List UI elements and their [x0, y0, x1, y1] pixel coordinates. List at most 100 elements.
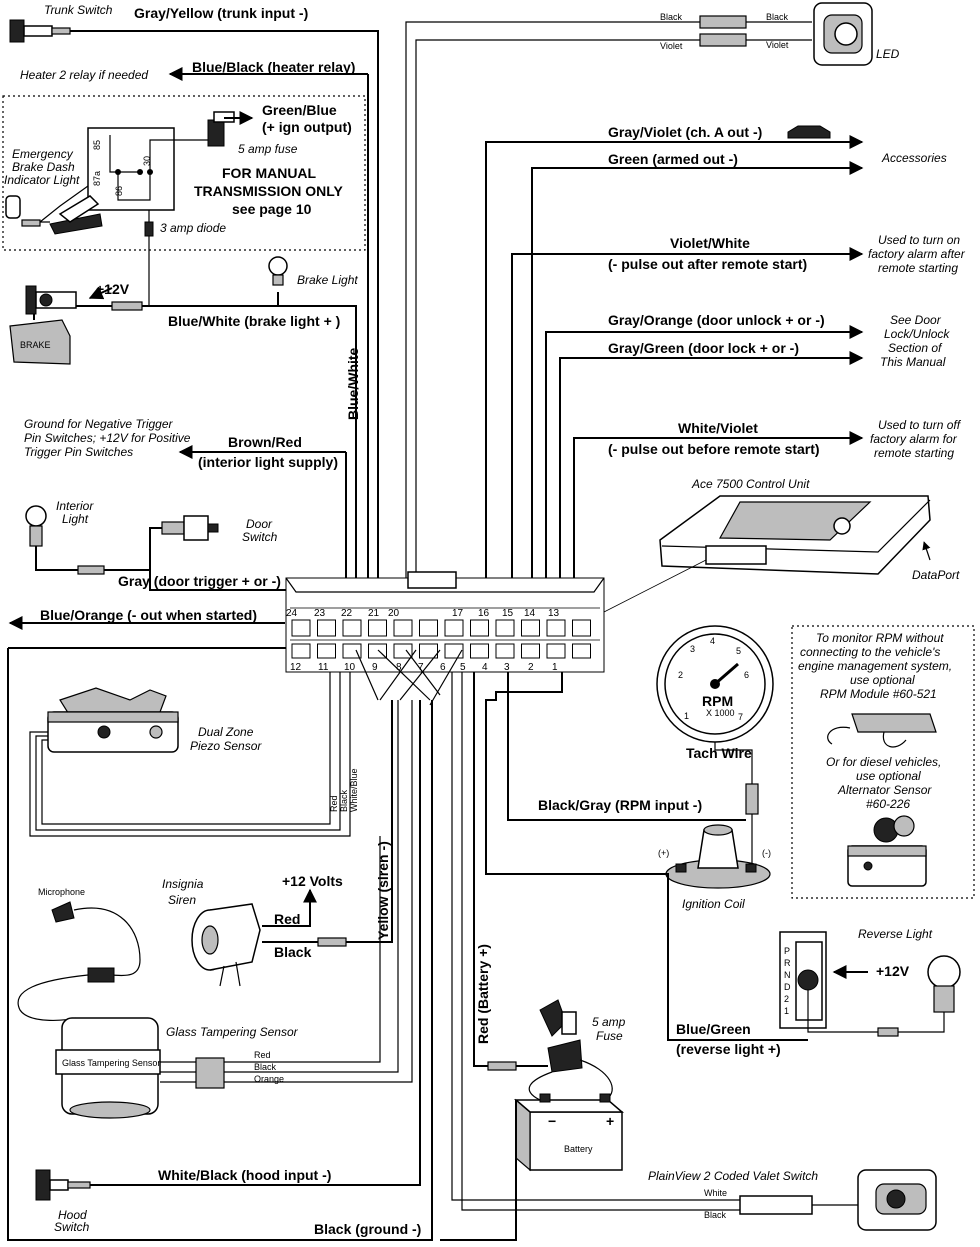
svg-text:1: 1	[684, 711, 689, 721]
svg-text:15: 15	[502, 608, 514, 619]
svg-text:21: 21	[368, 608, 380, 619]
connector-pin-cell	[317, 619, 336, 637]
ignition-coil-icon	[665, 824, 771, 889]
connector-pin-cell	[495, 643, 515, 659]
svg-text:Black: Black	[704, 1210, 727, 1220]
svg-text:14: 14	[524, 608, 536, 619]
brake-light-bulb-icon	[268, 256, 288, 286]
svg-text:Lock/Unlock: Lock/Unlock	[884, 327, 950, 341]
svg-text:1: 1	[552, 662, 558, 673]
piezo-label-2: Piezo Sensor	[190, 739, 262, 753]
fuse-holder-icon	[539, 999, 583, 1073]
piezo-sensor-icon	[47, 687, 179, 753]
svg-text:9: 9	[372, 662, 378, 673]
svg-text:Red: Red	[329, 795, 339, 812]
fuse-label-1: 5 amp	[592, 1015, 626, 1029]
svg-text:engine management system,: engine management system,	[798, 659, 952, 673]
svg-text:Used to turn off: Used to turn off	[878, 418, 962, 432]
label-trunk-input: Gray/Yellow (trunk input -)	[134, 5, 308, 21]
wire-led	[405, 21, 812, 650]
svg-text:X 1000: X 1000	[706, 708, 735, 718]
interior-light-label-2: Light	[62, 512, 89, 526]
wire-valet	[451, 672, 740, 1211]
wire-rpm-input	[507, 672, 746, 821]
svg-text:D: D	[784, 982, 791, 992]
svg-text:RPM: RPM	[702, 693, 733, 709]
svg-text:To monitor RPM without: To monitor RPM without	[816, 631, 944, 645]
piezo-label-1: Dual Zone	[198, 725, 254, 739]
connector-pin-cell	[470, 619, 489, 637]
rpm-note-box	[791, 625, 975, 899]
connector-pin-cell	[393, 643, 413, 659]
wire-pulse-after	[511, 247, 864, 650]
svg-text:7: 7	[738, 712, 743, 722]
svg-text:4: 4	[710, 636, 715, 646]
svg-text:Black: Black	[339, 789, 349, 812]
svg-text:Violet: Violet	[766, 40, 789, 50]
svg-text:2: 2	[528, 662, 534, 673]
svg-text:16: 16	[478, 608, 490, 619]
ebrake-bulb-icon	[5, 195, 41, 227]
connector-pin-cell	[572, 619, 591, 637]
led-label: LED	[876, 47, 900, 61]
svg-text:23: 23	[314, 608, 326, 619]
label-door-unlock: Gray/Orange (door unlock + or -)	[608, 312, 825, 328]
svg-text:Violet: Violet	[660, 41, 683, 51]
wire-hood-input	[90, 700, 421, 1186]
svg-text:(+): (+)	[658, 848, 669, 858]
label-interior-supply: (interior light supply)	[198, 454, 338, 470]
interior-light-label-1: Interior	[56, 499, 94, 513]
connector-pin-cell	[546, 643, 566, 659]
ebrake-label-2: Brake Dash	[12, 160, 75, 174]
label-siren-vertical: Yellow (siren -)	[375, 841, 391, 940]
label-blue-green: Blue/Green	[676, 1021, 751, 1037]
led-icon	[813, 2, 873, 66]
connector-pin-cell	[291, 643, 311, 659]
hood-switch-label-2: Switch	[54, 1220, 90, 1234]
svg-text:6: 6	[744, 670, 749, 680]
svg-text:20: 20	[388, 608, 400, 619]
label-siren-red: Red	[274, 911, 300, 927]
control-unit-icon	[659, 495, 931, 575]
svg-text:−: −	[548, 1113, 556, 1129]
label-heater-relay: Blue/Black (heater relay)	[192, 59, 355, 75]
svg-text:connecting to the vehicle's: connecting to the vehicle's	[800, 645, 940, 659]
connector-pin-cell	[572, 643, 591, 659]
label-brown-red: Brown/Red	[228, 434, 302, 450]
label-armed-out: Green (armed out -)	[608, 151, 738, 167]
label-ign-output: (+ ign output)	[262, 119, 352, 135]
svg-text:22: 22	[341, 608, 353, 619]
gear-selector-icon: P R N D 2 1	[779, 931, 827, 1029]
svg-text:factory alarm after: factory alarm after	[868, 247, 966, 261]
connector-pin-cell	[419, 643, 438, 659]
microphone-label: Microphone	[38, 887, 85, 897]
wire-door-lock	[559, 351, 864, 650]
svg-text:11: 11	[318, 662, 329, 673]
connector-pin-cell	[393, 619, 413, 637]
fuse-label-2: Fuse	[596, 1029, 623, 1043]
label-pulse-after: (- pulse out after remote start)	[608, 256, 807, 272]
svg-text:2: 2	[678, 670, 683, 680]
svg-text:7: 7	[418, 662, 424, 673]
label-violet-white: Violet/White	[670, 235, 750, 251]
battery-icon: − + Battery	[513, 1093, 625, 1172]
siren-label-1: Insignia	[162, 877, 204, 891]
diode-icon	[144, 221, 154, 237]
wire-battery	[473, 672, 548, 1067]
svg-text:10: 10	[344, 662, 356, 673]
svg-text:R: R	[784, 958, 791, 968]
connector-top-pin-labels: 24 23 22 21 20 17 16 15 14 13	[286, 608, 560, 619]
svg-text:RPM Module #60-521: RPM Module #60-521	[820, 687, 937, 701]
hood-switch-label-1: Hood	[58, 1208, 87, 1222]
siren-label-2: Siren	[168, 893, 196, 907]
door-switch-label-1: Door	[246, 517, 273, 531]
connector-pin-cell	[419, 619, 438, 637]
svg-text:Black: Black	[660, 12, 683, 22]
door-switch-icon	[161, 515, 219, 541]
svg-text:Battery: Battery	[564, 1144, 593, 1154]
wire-armed-out	[531, 161, 864, 650]
manual-line-1: FOR MANUAL	[222, 165, 317, 181]
svg-text:remote starting: remote starting	[874, 446, 954, 460]
svg-text:#60-226: #60-226	[866, 797, 910, 811]
